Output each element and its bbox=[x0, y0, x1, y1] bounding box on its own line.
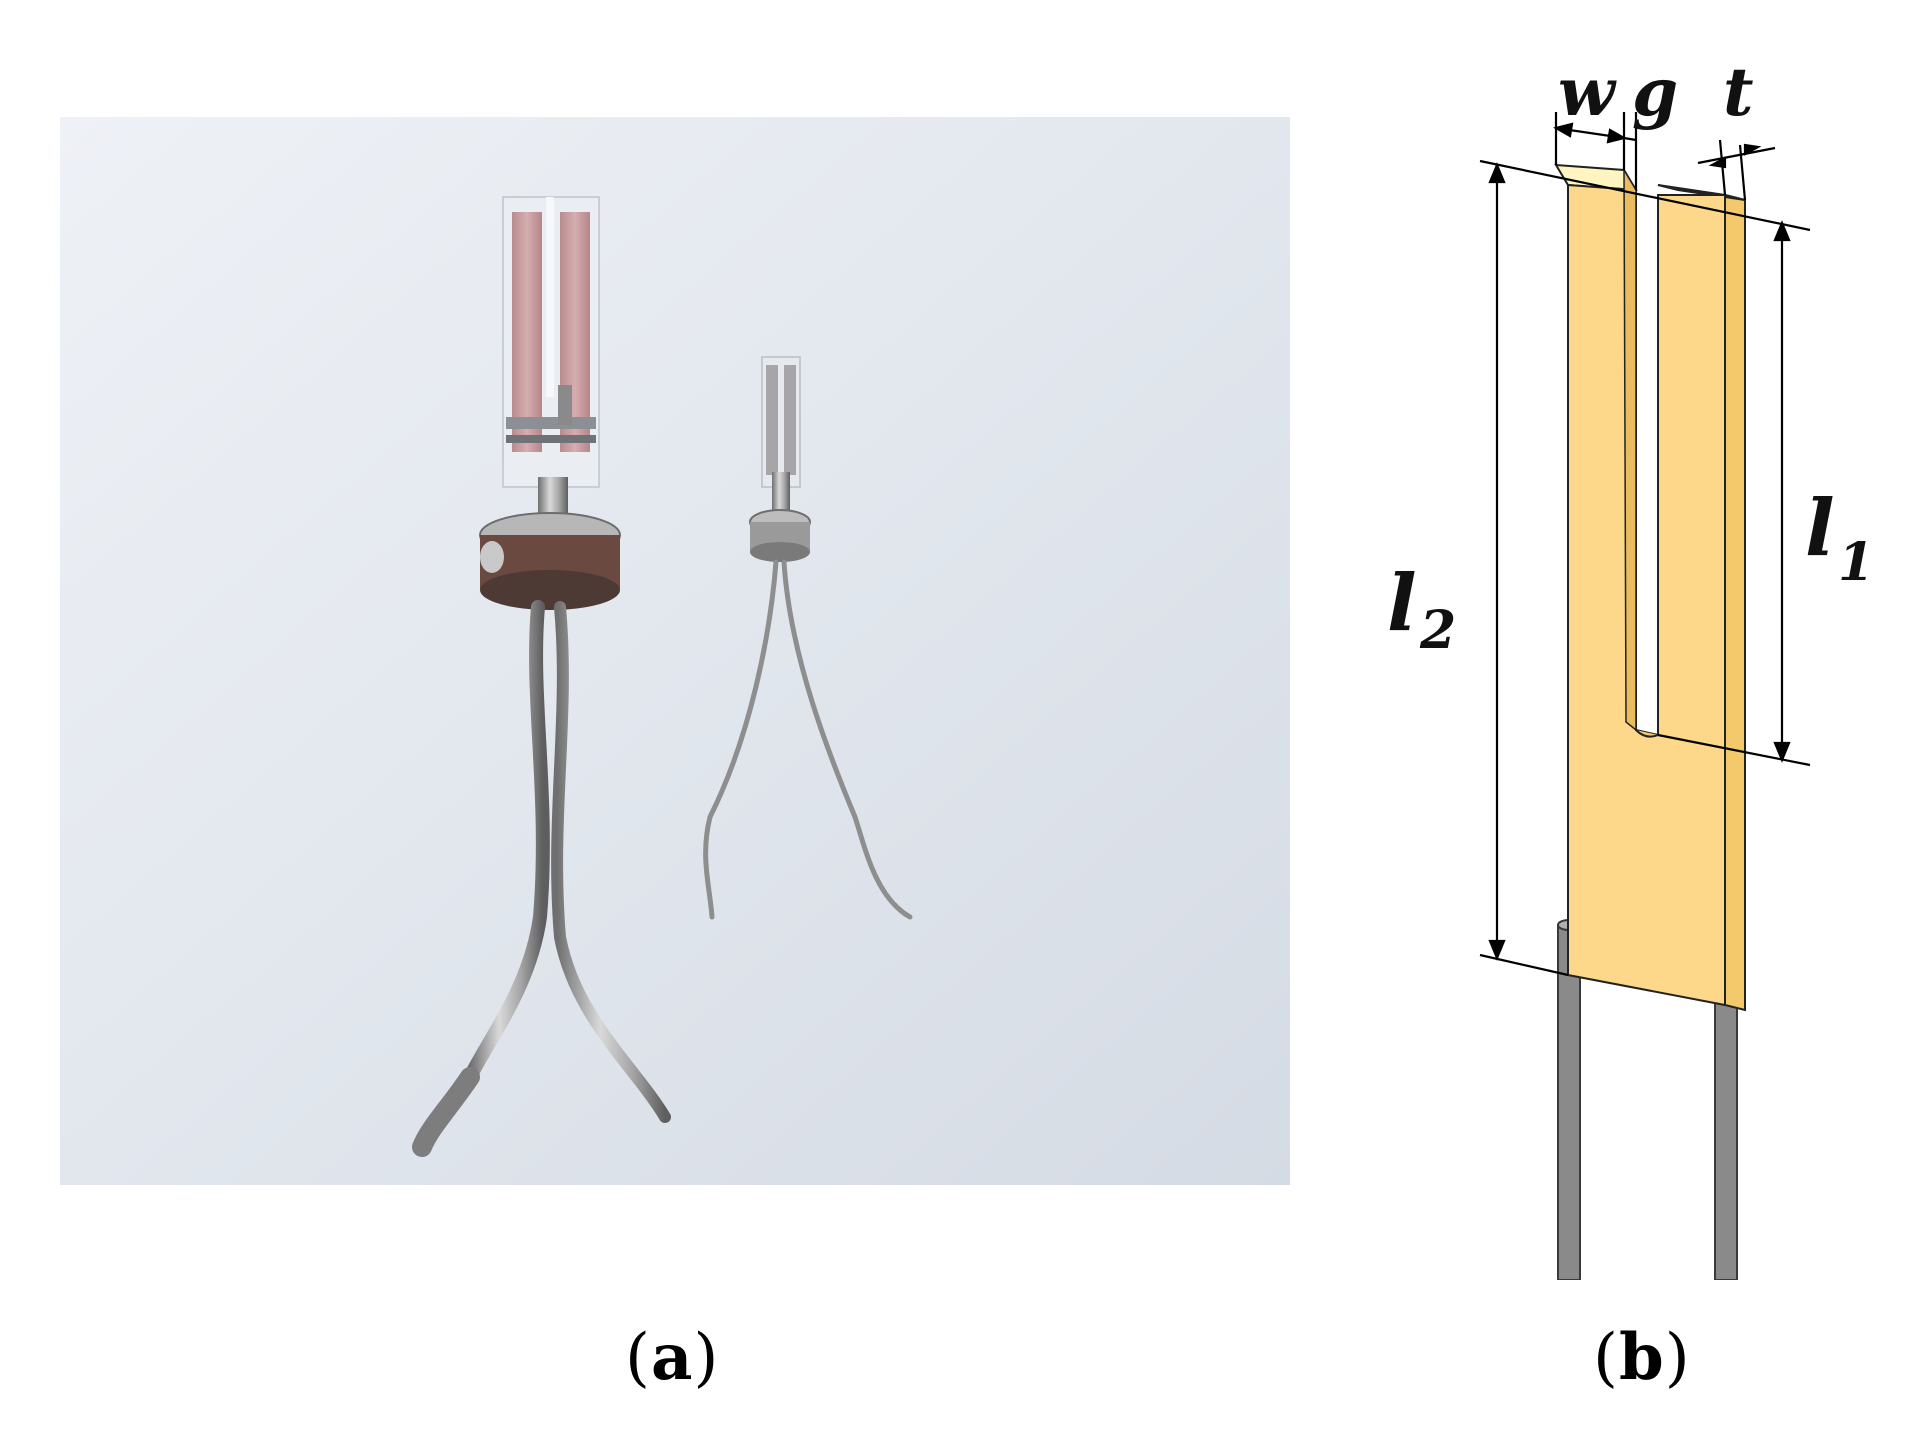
tuning-fork-schematic: w g t l 1 l 2 bbox=[1387, 53, 1874, 1281]
caption-a-open: ( bbox=[625, 1321, 651, 1395]
schematic-panel: w g t l 1 l 2 bbox=[1380, 40, 1900, 1281]
label-l1: l bbox=[1805, 483, 1835, 574]
photo-panel bbox=[60, 117, 1290, 1185]
caption-b: (b) bbox=[1593, 1320, 1691, 1395]
caption-b-close: ) bbox=[1664, 1321, 1691, 1395]
photo-background bbox=[60, 117, 1290, 1185]
large-sensor bbox=[412, 196, 671, 1157]
label-l1-subscript: 1 bbox=[1838, 532, 1874, 593]
label-t: t bbox=[1723, 53, 1754, 131]
label-g: g bbox=[1632, 53, 1678, 131]
dimension-lines bbox=[1479, 112, 1811, 977]
caption-a-close: ) bbox=[693, 1321, 720, 1395]
label-l2: l bbox=[1387, 558, 1417, 649]
label-l2-subscript: 2 bbox=[1419, 600, 1456, 661]
caption-a: (a) bbox=[625, 1320, 719, 1395]
caption-b-open: ( bbox=[1593, 1321, 1619, 1395]
label-w: w bbox=[1558, 53, 1617, 131]
tuning-fork-body bbox=[1554, 163, 1746, 1012]
caption-a-letter: a bbox=[650, 1320, 694, 1395]
caption-b-letter: b bbox=[1618, 1320, 1665, 1395]
pin-right bbox=[1714, 999, 1738, 1281]
tuning-fork-photo bbox=[60, 117, 1290, 1185]
small-sensor bbox=[703, 356, 913, 920]
